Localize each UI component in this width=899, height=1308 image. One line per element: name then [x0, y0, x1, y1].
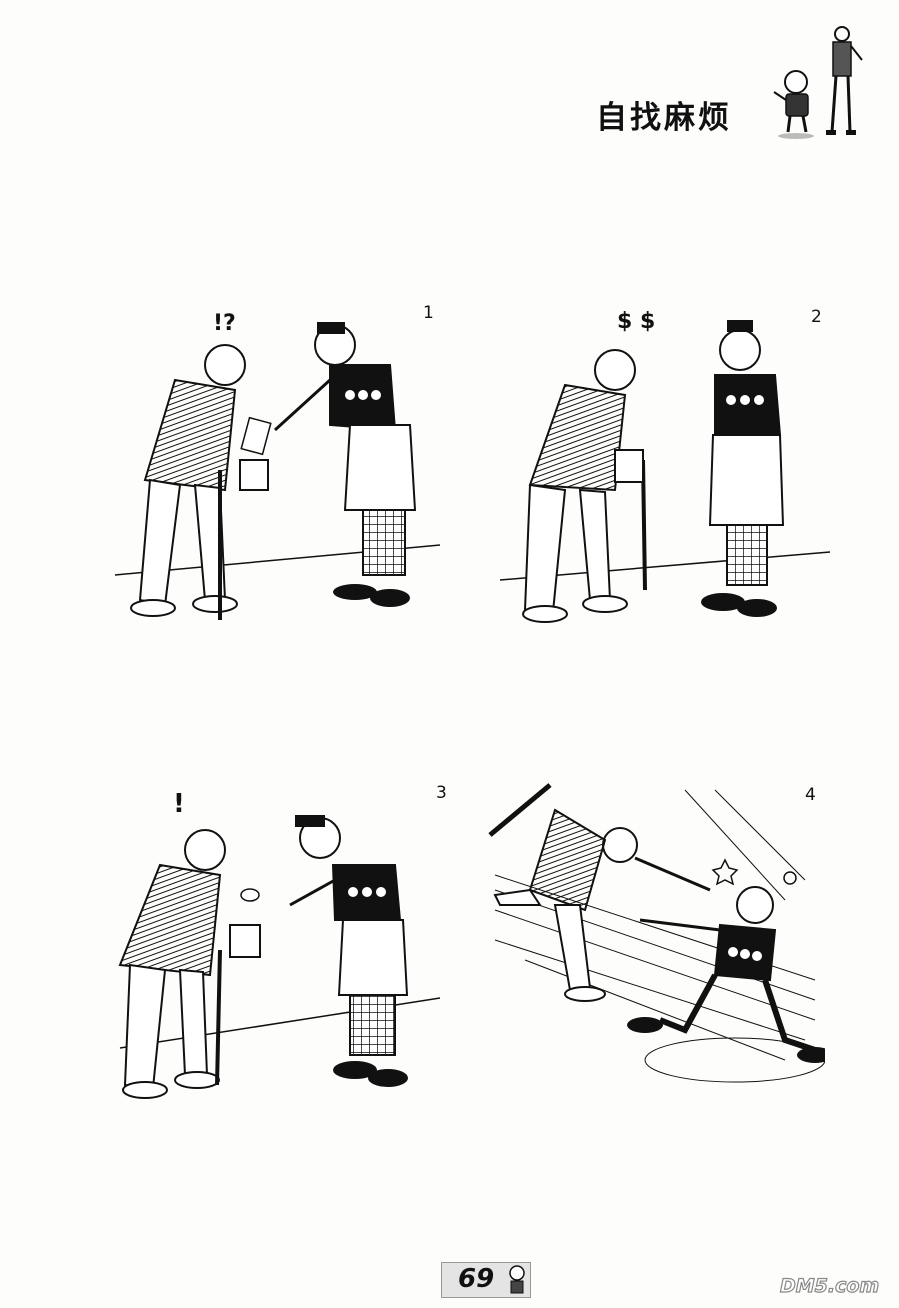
page-number-face-icon — [509, 1265, 525, 1294]
watermark-text: DM5.com — [780, 1275, 879, 1297]
site-watermark-logo: DM5.com — [779, 1274, 879, 1297]
panel-1-drawing: !? — [114, 311, 441, 620]
mascot-illustration — [773, 26, 863, 139]
panel-2-drawing: $ $ — [499, 309, 831, 623]
panel-3-marks: ! — [173, 789, 185, 819]
comic-panel-2: $ $ — [495, 300, 835, 630]
panel-1-marks: !? — [213, 311, 236, 336]
panel-2-marks: $ $ — [617, 309, 655, 334]
comic-panel-1: !? — [105, 300, 445, 630]
panel-4-number: 4 — [805, 785, 816, 805]
comic-panel-3: ! — [105, 780, 445, 1110]
panel-1-number: 1 — [423, 303, 434, 323]
page-title: 自找麻烦 — [596, 100, 732, 136]
comic-panel-4 — [485, 780, 825, 1110]
panel-3-drawing: ! — [118, 789, 441, 1099]
panel-3-number: 3 — [436, 783, 447, 803]
panel-2-number: 2 — [811, 307, 822, 327]
panel-4-drawing — [488, 783, 825, 1083]
page-number: 69 — [458, 1264, 495, 1294]
